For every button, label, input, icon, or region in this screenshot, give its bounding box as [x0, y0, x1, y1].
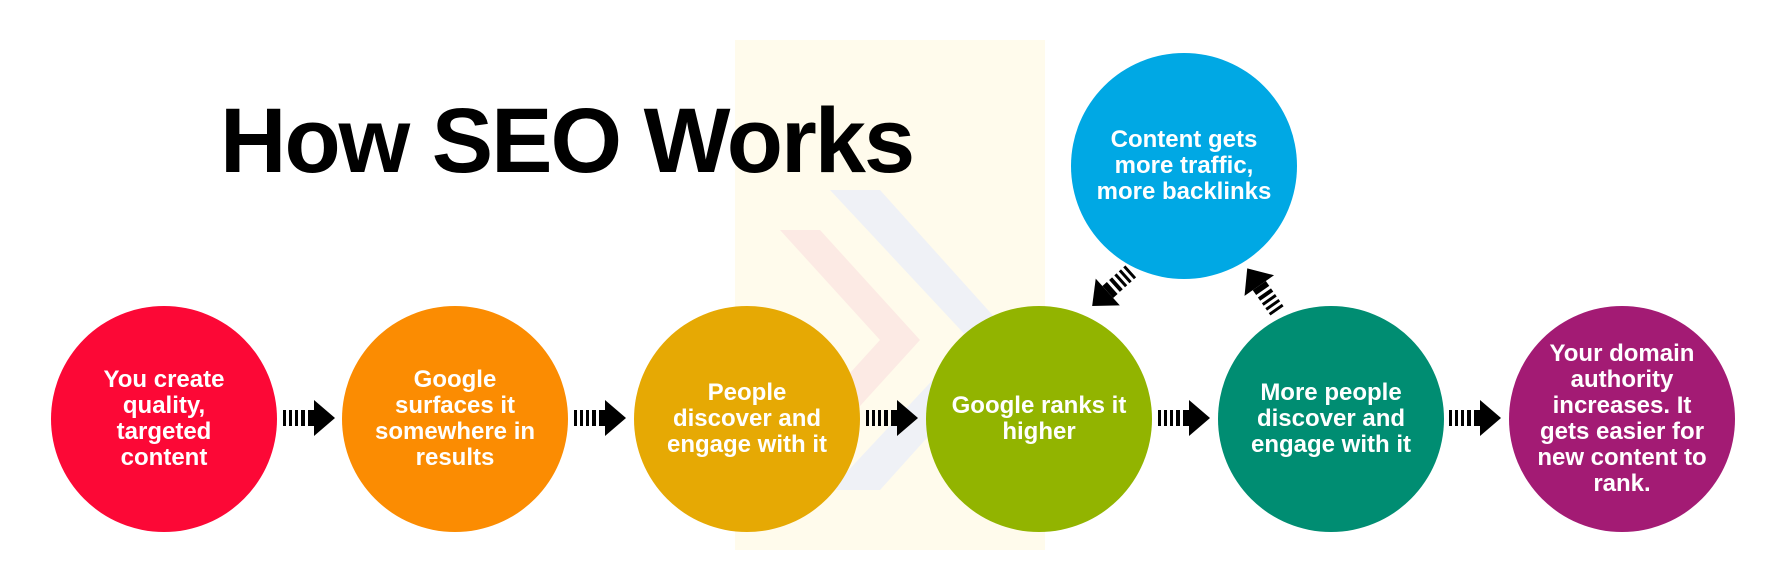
step-google-ranks: Google ranks it higher: [926, 306, 1152, 532]
step-more-people-label: More people discover and engage with it: [1250, 379, 1411, 458]
step-google-surfaces-label: Google surfaces it somewhere in results: [374, 366, 536, 471]
step-more-traffic: Content gets more traffic, more backlink…: [1071, 53, 1297, 279]
step-people-discover-label: People discover and engage with it: [666, 379, 827, 458]
step-people-discover: People discover and engage with it: [634, 306, 860, 532]
step-create-content: You create quality, targeted content: [51, 306, 277, 532]
striped-arrow-icon: [866, 400, 918, 436]
step-more-people: More people discover and engage with it: [1218, 306, 1444, 532]
striped-arrow-icon: [574, 400, 626, 436]
step-create-content-label: You create quality, targeted content: [103, 366, 225, 471]
step-domain-authority-label: Your domain authority increases. It gets…: [1537, 340, 1707, 497]
step-google-ranks-label: Google ranks it higher: [951, 392, 1127, 445]
step-domain-authority: Your domain authority increases. It gets…: [1509, 306, 1735, 532]
step-more-traffic-label: Content gets more traffic, more backlink…: [1096, 126, 1272, 205]
striped-arrow-icon: [1244, 268, 1284, 316]
striped-arrow-icon: [1092, 265, 1137, 307]
striped-arrow-icon: [283, 400, 335, 436]
page-title: How SEO Works: [220, 90, 915, 192]
step-google-surfaces: Google surfaces it somewhere in results: [342, 306, 568, 532]
striped-arrow-icon: [1449, 400, 1501, 436]
striped-arrow-icon: [1158, 400, 1210, 436]
